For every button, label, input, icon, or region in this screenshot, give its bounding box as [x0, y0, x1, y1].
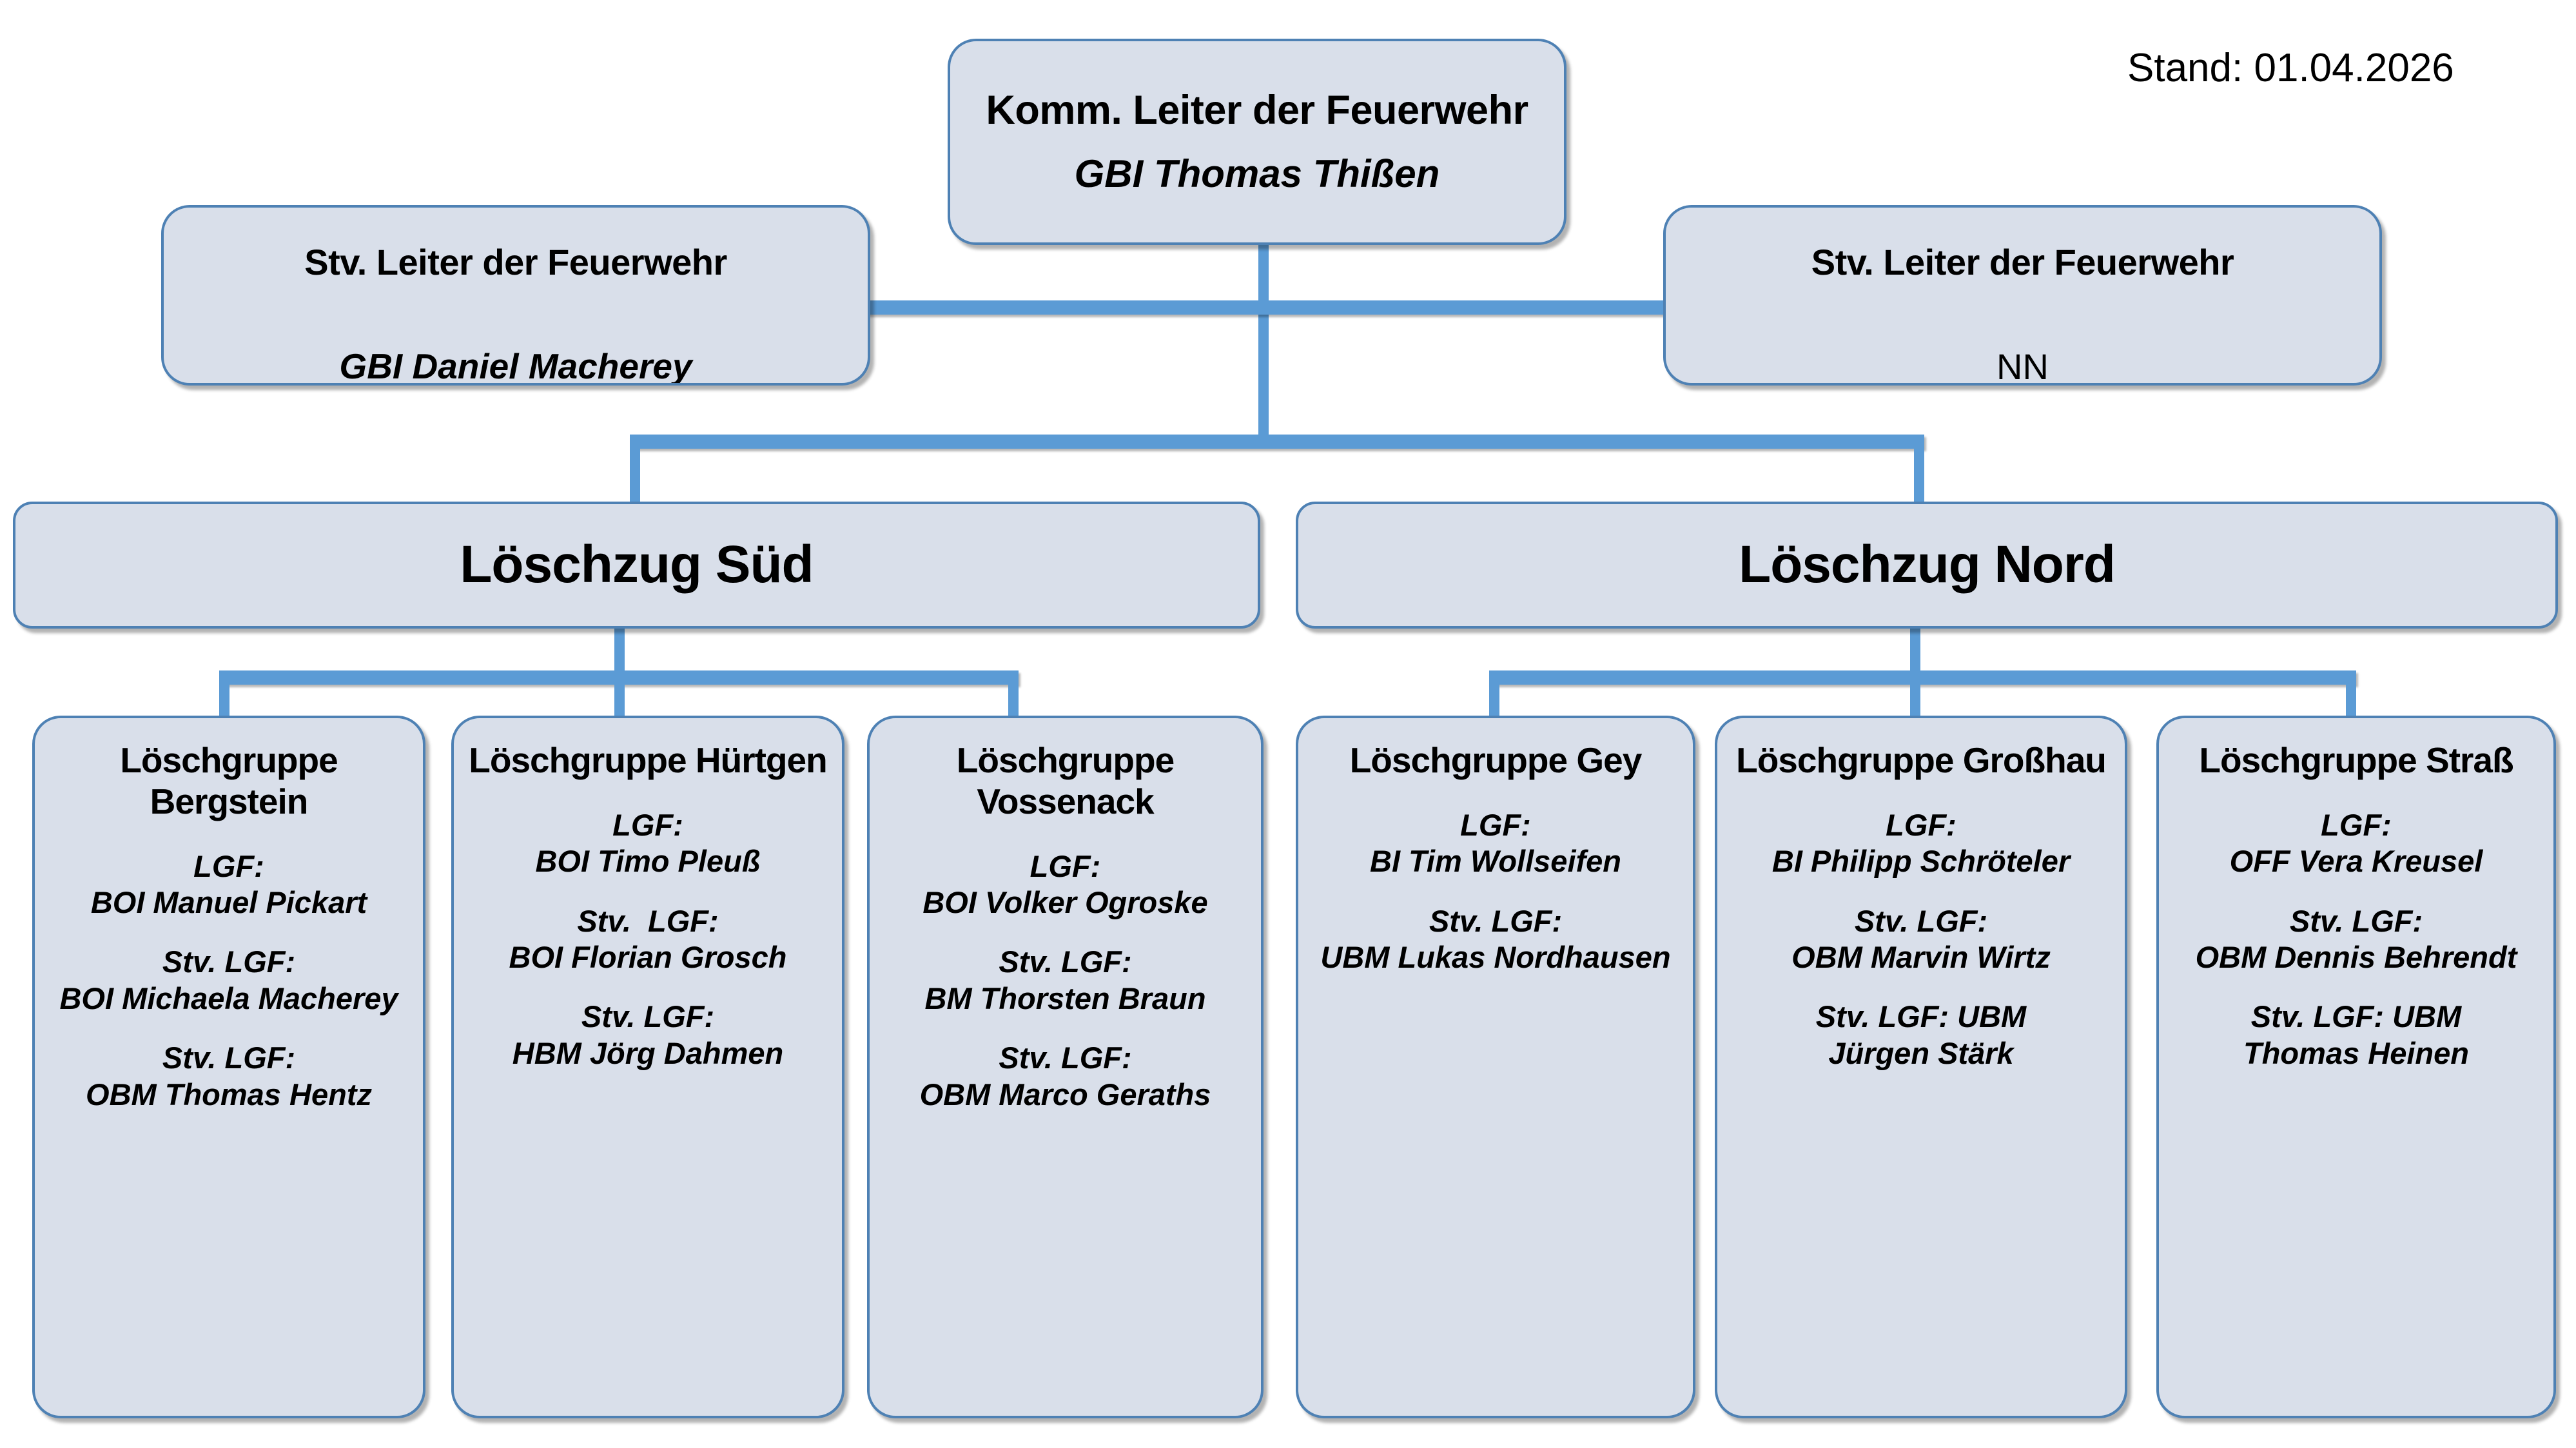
role-entry: LGF: BOI Manuel Pickart [90, 848, 367, 919]
role-entry: LGF: BI Philipp Schröteler [1771, 807, 2071, 879]
role-entry: Stv. LGF: UBM Lukas Nordhausen [1320, 903, 1671, 974]
node-deputy-left[interactable]: Stv. Leiter der Feuerwehr GBI Daniel Mac… [161, 205, 870, 386]
leader-name: GBI Thomas Thißen [1074, 152, 1440, 195]
zug-sued-title: Löschzug Süd [460, 535, 814, 594]
node-gruppe-vossenack[interactable]: Löschgruppe Vossenack LGF: BOI Volker Og… [867, 716, 1264, 1418]
gruppe-bergstein-title: Löschgruppe Bergstein [120, 740, 338, 821]
role-entry: Stv. LGF: UBM Jürgen Stärk [1815, 999, 2027, 1070]
role-entry: Stv. LGF: BOI Florian Grosch [509, 903, 787, 974]
role-entry: Stv. LGF: OBM Marco Geraths [919, 1041, 1211, 1111]
gruppe-gey-roles: LGF: BI Tim Wollseifen Stv. LGF: UBM Luk… [1303, 807, 1688, 999]
gruppe-gey-title: Löschgruppe Gey [1349, 740, 1643, 780]
gruppe-huertgen-roles: LGF: BOI Timo Pleuß Stv. LGF: BOI Floria… [459, 807, 837, 1095]
gruppe-strass-roles: LGF: OFF Vera Kreusel Stv. LGF: OBM Denn… [2164, 807, 2548, 1095]
node-gruppe-gey[interactable]: Löschgruppe Gey LGF: BI Tim Wollseifen S… [1296, 716, 1695, 1418]
role-entry: Stv. LGF: OBM Thomas Hentz [86, 1041, 372, 1111]
deputy-left-title: Stv. Leiter der Feuerwehr [304, 242, 727, 282]
connector-deputy-bus [864, 300, 1670, 315]
gruppe-grosshau-roles: LGF: BI Philipp Schröteler Stv. LGF: OBM… [1722, 807, 2120, 1095]
role-entry: LGF: BI Tim Wollseifen [1370, 807, 1621, 879]
role-entry: Stv. LGF: UBM Thomas Heinen [2243, 999, 2469, 1070]
role-entry: Stv. LGF: BM Thorsten Braun [924, 944, 1206, 1015]
connector-nord-drop-2 [1910, 670, 1920, 719]
node-zug-sued[interactable]: Löschzug Süd [13, 502, 1260, 629]
node-gruppe-grosshau[interactable]: Löschgruppe Großhau LGF: BI Philipp Schr… [1715, 716, 2127, 1418]
leader-title: Komm. Leiter der Feuerwehr [986, 88, 1528, 133]
node-gruppe-bergstein[interactable]: Löschgruppe Bergstein LGF: BOI Manuel Pi… [32, 716, 425, 1418]
gruppe-huertgen-title: Löschgruppe Hürtgen [469, 740, 827, 780]
gruppe-vossenack-roles: LGF: BOI Volker Ogroske Stv. LGF: BM Tho… [875, 848, 1256, 1136]
connector-zug-drop-nord [1914, 435, 1924, 502]
zug-nord-title: Löschzug Nord [1739, 535, 2116, 594]
node-leader[interactable]: Komm. Leiter der Feuerwehr GBI Thomas Th… [948, 39, 1566, 245]
role-entry: Stv. LGF: OBM Marvin Wirtz [1791, 903, 2051, 974]
connector-zug-drop-sued [630, 435, 640, 502]
connector-nord-stem [1910, 629, 1920, 677]
connector-leader-trunk [1258, 210, 1269, 440]
connector-sued-drop-2 [614, 670, 625, 719]
node-zug-nord[interactable]: Löschzug Nord [1296, 502, 2558, 629]
role-entry: Stv. LGF: OBM Dennis Behrendt [2195, 903, 2517, 974]
gruppe-bergstein-roles: LGF: BOI Manuel Pickart Stv. LGF: BOI Mi… [40, 848, 418, 1136]
gruppe-vossenack-title: Löschgruppe Vossenack [956, 740, 1175, 821]
connector-nord-bus [1489, 670, 2356, 685]
connector-zug-bus [630, 435, 1924, 449]
role-entry: LGF: BOI Volker Ogroske [922, 848, 1208, 919]
connector-nord-drop-3 [2346, 670, 2356, 719]
deputy-right-title: Stv. Leiter der Feuerwehr [1811, 242, 2234, 282]
gruppe-grosshau-title: Löschgruppe Großhau [1736, 740, 2107, 780]
role-entry: LGF: BOI Timo Pleuß [535, 807, 761, 879]
deputy-left-name: GBI Daniel Macherey [339, 346, 692, 386]
stand-date-label: Stand: 01.04.2026 [2127, 46, 2454, 90]
connector-sued-drop-1 [219, 670, 229, 719]
connector-sued-drop-3 [1008, 670, 1019, 719]
node-gruppe-strass[interactable]: Löschgruppe Straß LGF: OFF Vera Kreusel … [2156, 716, 2556, 1418]
gruppe-strass-title: Löschgruppe Straß [2199, 740, 2513, 780]
role-entry: LGF: OFF Vera Kreusel [2229, 807, 2483, 879]
connector-sued-stem [614, 629, 625, 677]
role-entry: Stv. LGF: HBM Jörg Dahmen [512, 999, 784, 1070]
deputy-right-name: NN [1996, 346, 2049, 386]
node-deputy-right[interactable]: Stv. Leiter der Feuerwehr NN [1663, 205, 2382, 386]
connector-nord-drop-1 [1489, 670, 1499, 719]
role-entry: Stv. LGF: BOI Michaela Macherey [59, 944, 398, 1015]
node-gruppe-huertgen[interactable]: Löschgruppe Hürtgen LGF: BOI Timo Pleuß … [451, 716, 844, 1418]
